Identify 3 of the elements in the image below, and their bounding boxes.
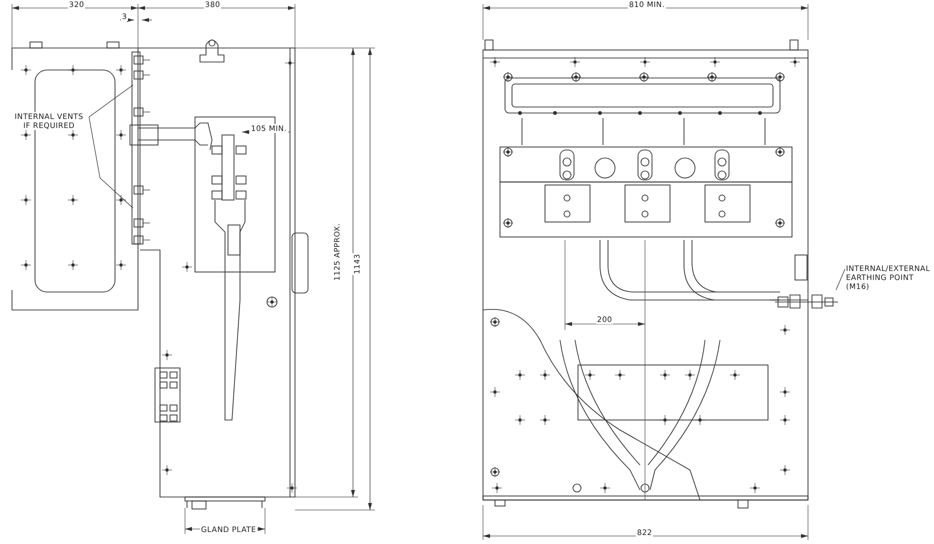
leader-line xyxy=(88,84,134,118)
leader-line xyxy=(836,268,846,290)
leader-line xyxy=(88,116,134,208)
